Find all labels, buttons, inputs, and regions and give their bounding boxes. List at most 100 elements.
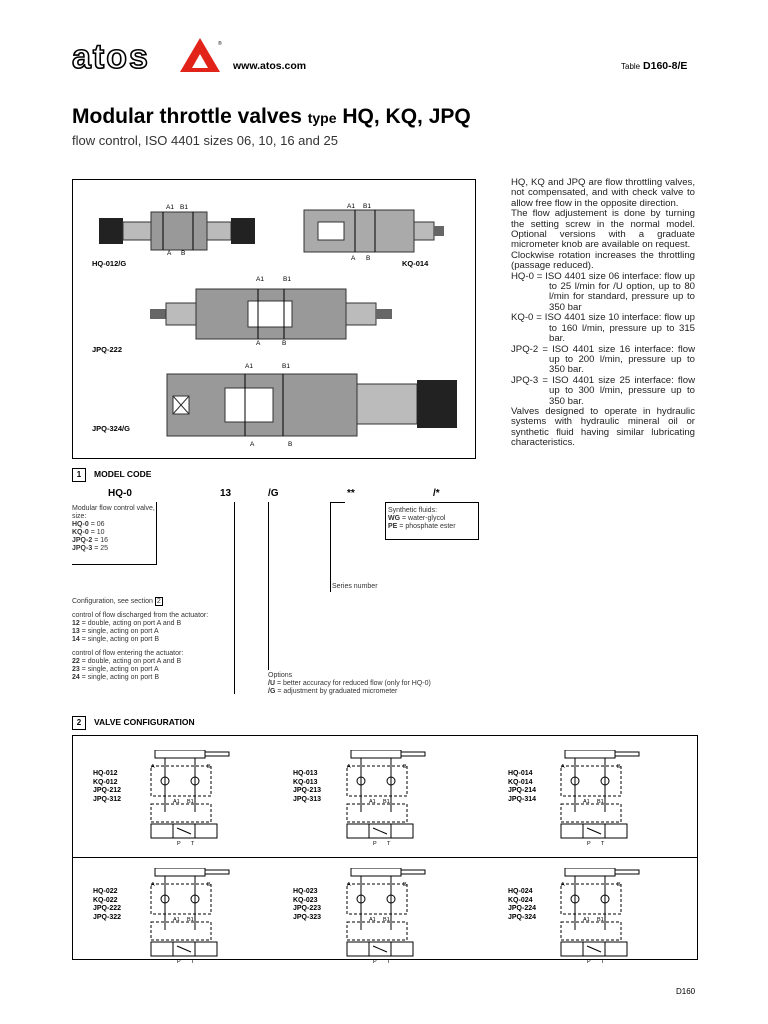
kq-port-a1: A1 <box>347 203 355 210</box>
hq-port-a: A <box>167 250 172 257</box>
kq-port-a: A <box>351 255 356 262</box>
fluids-head: Synthetic fluids: <box>388 507 438 514</box>
desc-intro: HQ, KQ and JPQ are flow throttling valve… <box>511 177 695 209</box>
config-port-label: B <box>617 764 621 770</box>
hydraulic-symbol-icon <box>150 868 230 957</box>
option-row: /U = better accuracy for reduced flow (o… <box>268 680 431 687</box>
config-port-label: A <box>347 882 351 888</box>
discharged-row: 13 = single, acting on port A <box>72 628 159 635</box>
options-head: Options <box>268 672 293 679</box>
kq-014-drawing <box>303 209 444 253</box>
config-port-label: B1 <box>187 799 194 805</box>
config-block: Configuration, see section 2 control of … <box>72 597 242 682</box>
config-port-label: A <box>561 764 565 770</box>
config-port-label: B1 <box>597 917 604 923</box>
desc-adjust: The flow adjustement is done by turning … <box>511 208 695 251</box>
kq-port-b: B <box>366 255 371 262</box>
jpq2-port-a1: A1 <box>256 276 264 283</box>
code-token-series-number: ** <box>347 488 355 499</box>
config-model-code: KQ-024 <box>508 896 533 904</box>
config-port-label: T <box>601 959 605 965</box>
jpq-324-drawing <box>166 373 457 437</box>
atos-logo: atos <box>71 37 150 77</box>
config-port-label: P <box>587 841 591 847</box>
jpq2-port-b1: B1 <box>283 276 291 283</box>
discharged-head: control of flow discharged from the actu… <box>72 612 209 619</box>
jpq3-drawing-label: JPQ-324/G <box>92 424 130 433</box>
config-port-label: A <box>561 882 565 888</box>
config-leader-line <box>234 502 235 694</box>
code-token-fluid: /* <box>433 488 440 499</box>
page-title: Modular throttle valves type HQ, KQ, JPQ <box>72 105 471 129</box>
code-token-option: /G <box>268 488 279 499</box>
jpq2-drawing-label: JPQ-222 <box>92 345 123 354</box>
code-token-series: HQ-0 <box>108 488 132 499</box>
config-port-label: P <box>373 841 377 847</box>
config-port-label: A1 <box>173 799 180 805</box>
config-port-label: A1 <box>173 917 180 923</box>
config-port-label: A <box>151 882 155 888</box>
valve-drawings-frame <box>72 179 476 459</box>
website-url[interactable]: www.atos.com <box>233 60 307 72</box>
config-port-label: T <box>387 841 391 847</box>
jpq3-port-b: B <box>288 441 293 448</box>
jpq-222-drawing <box>150 288 392 340</box>
config-model-code: KQ-014 <box>508 778 533 786</box>
config-port-label: T <box>601 841 605 847</box>
desc-rotation: Clockwise rotation increases the throttl… <box>511 249 695 272</box>
config-port-label: B <box>403 764 407 770</box>
jpq3-port-a: A <box>250 441 255 448</box>
config-model-code: HQ-012 <box>93 770 118 777</box>
config-port-label: B1 <box>597 799 604 805</box>
config-port-label: B <box>403 882 407 888</box>
hq-012-drawing <box>99 211 255 251</box>
config-model-code: JPQ-223 <box>293 905 322 912</box>
fluids-box <box>385 502 479 540</box>
atos-triangle-logo-icon: ® <box>180 38 222 72</box>
hydraulic-symbol-icon <box>346 868 426 957</box>
hq-drawing-label: HQ-012/G <box>92 259 127 268</box>
size-row: JPQ-2 = 16 <box>72 537 109 544</box>
config-model-code: JPQ-312 <box>93 795 122 803</box>
fluid-row: WG = water-glycol <box>388 515 446 522</box>
entering-head: control of flow entering the actuator: <box>72 650 184 657</box>
valve-config-frame <box>72 735 698 960</box>
config-model-code: JPQ-224 <box>508 905 537 912</box>
config-port-label: A1 <box>583 917 590 923</box>
config-port-label: T <box>191 841 195 847</box>
config-ref[interactable]: 2 <box>154 597 163 606</box>
series-leader-line <box>330 502 331 592</box>
config-port-label: B <box>207 764 211 770</box>
entering-row: 23 = single, acting on port A <box>72 666 159 673</box>
valve-config-title: VALVE CONFIGURATION <box>94 717 195 727</box>
size-block-frame <box>72 502 157 565</box>
jpq2-port-a: A <box>256 340 261 347</box>
config-port-label: A1 <box>369 917 376 923</box>
config-port-label: B1 <box>383 917 390 923</box>
fluids-block: Synthetic fluids: WG = water-glycol PE =… <box>388 507 476 531</box>
title-type-word: type <box>307 110 337 126</box>
config-model-code: JPQ-212 <box>93 787 122 794</box>
config-model-code: HQ-013 <box>293 770 318 777</box>
config-port-label: A1 <box>583 799 590 805</box>
config-model-code: JPQ-324 <box>508 913 537 921</box>
table-id: Table D160-8/E <box>621 60 687 72</box>
size-row: KQ-0 = 10 <box>72 529 105 536</box>
entering-row: 24 = single, acting on port B <box>72 674 159 681</box>
config-model-code: HQ-022 <box>93 888 118 895</box>
code-token-config: 13 <box>220 488 232 499</box>
config-model-code: JPQ-323 <box>293 913 322 921</box>
series-leader-tick <box>330 502 345 503</box>
config-port-label: P <box>373 959 377 965</box>
size-row: HQ-0 = 06 <box>72 521 105 528</box>
size-block: Modular flow control valve, size: HQ-0 =… <box>72 505 164 553</box>
kq-port-b1: B1 <box>363 203 371 210</box>
config-model-code: JPQ-322 <box>93 913 122 921</box>
config-model-code: KQ-013 <box>293 778 318 786</box>
config-port-label: B <box>617 882 621 888</box>
